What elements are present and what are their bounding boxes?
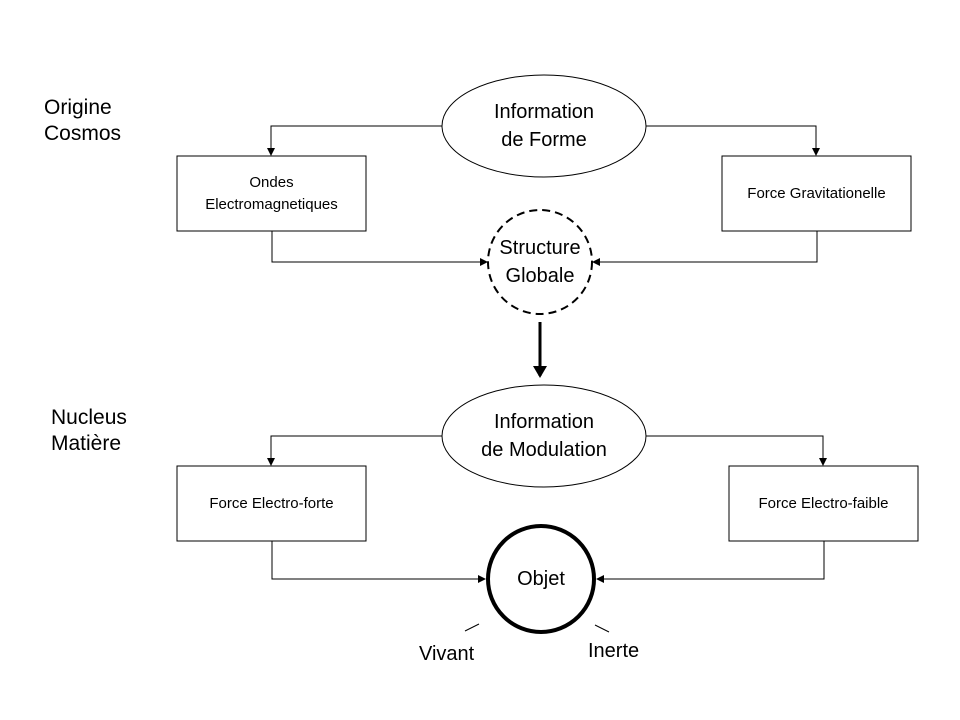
structure-line2: Globale <box>505 265 575 287</box>
arrow-ondes-to-structure <box>271 231 488 266</box>
arrow-forme-to-ondes <box>267 125 442 156</box>
gravitation-line1: Force Gravitationelle <box>747 185 886 202</box>
arrow-forte-to-objet <box>271 541 486 583</box>
outcome-inerte: Inerte <box>588 640 640 662</box>
electro-faible-label: Force Electro-faible <box>729 493 918 515</box>
objet-line1: Objet <box>517 568 565 590</box>
section-cosmos-line1: Origine <box>44 96 112 119</box>
arrow-modulation-to-faible <box>646 435 827 466</box>
arrow-modulation-to-forte <box>267 435 442 466</box>
ondes-box <box>176 155 367 232</box>
section-matter-line1: Nucleus <box>51 406 127 429</box>
arrow-gravitation-to-structure <box>592 231 818 266</box>
arrow-faible-to-objet <box>596 541 825 583</box>
gravitation-box <box>721 155 912 232</box>
ondes-line1: Ondes <box>249 174 294 191</box>
inerte-connector <box>594 624 610 633</box>
electro-forte-label: Force Electro-forte <box>177 493 366 515</box>
structure-line1: Structure <box>499 237 581 259</box>
info-forme-label: Information de Forme <box>444 98 644 154</box>
info-modulation-line2: de Modulation <box>481 439 607 461</box>
structure-label: Structure Globale <box>470 234 610 290</box>
info-forme-line2: de Forme <box>501 129 587 151</box>
vivant-connector <box>464 623 480 632</box>
section-matter-line2: Matière <box>51 432 122 456</box>
info-modulation-line1: Information <box>493 411 595 433</box>
electro-forte-box <box>176 465 367 542</box>
objet-label: Objet <box>488 565 594 593</box>
section-label-matter: Nucleus Matière <box>51 405 127 458</box>
electro-faible-box <box>728 465 919 542</box>
section-cosmos-line2: Cosmos <box>44 122 122 146</box>
electro-faible-line1: Force Electro-faible <box>758 495 889 512</box>
section-label-cosmos: Origine Cosmos <box>44 95 121 148</box>
ondes-label: Ondes Electromagnetiques <box>177 172 366 216</box>
objet-circle <box>486 524 596 634</box>
info-forme-line1: Information <box>493 101 595 123</box>
ondes-line2: Electromagnetiques <box>205 196 338 213</box>
gravitation-label: Force Gravitationelle <box>722 183 911 205</box>
outcome-vivant: Vivant <box>419 643 475 665</box>
info-modulation-label: Information de Modulation <box>444 408 644 464</box>
electro-forte-line1: Force Electro-forte <box>209 495 334 512</box>
arrow-forme-to-gravitation <box>646 125 820 156</box>
